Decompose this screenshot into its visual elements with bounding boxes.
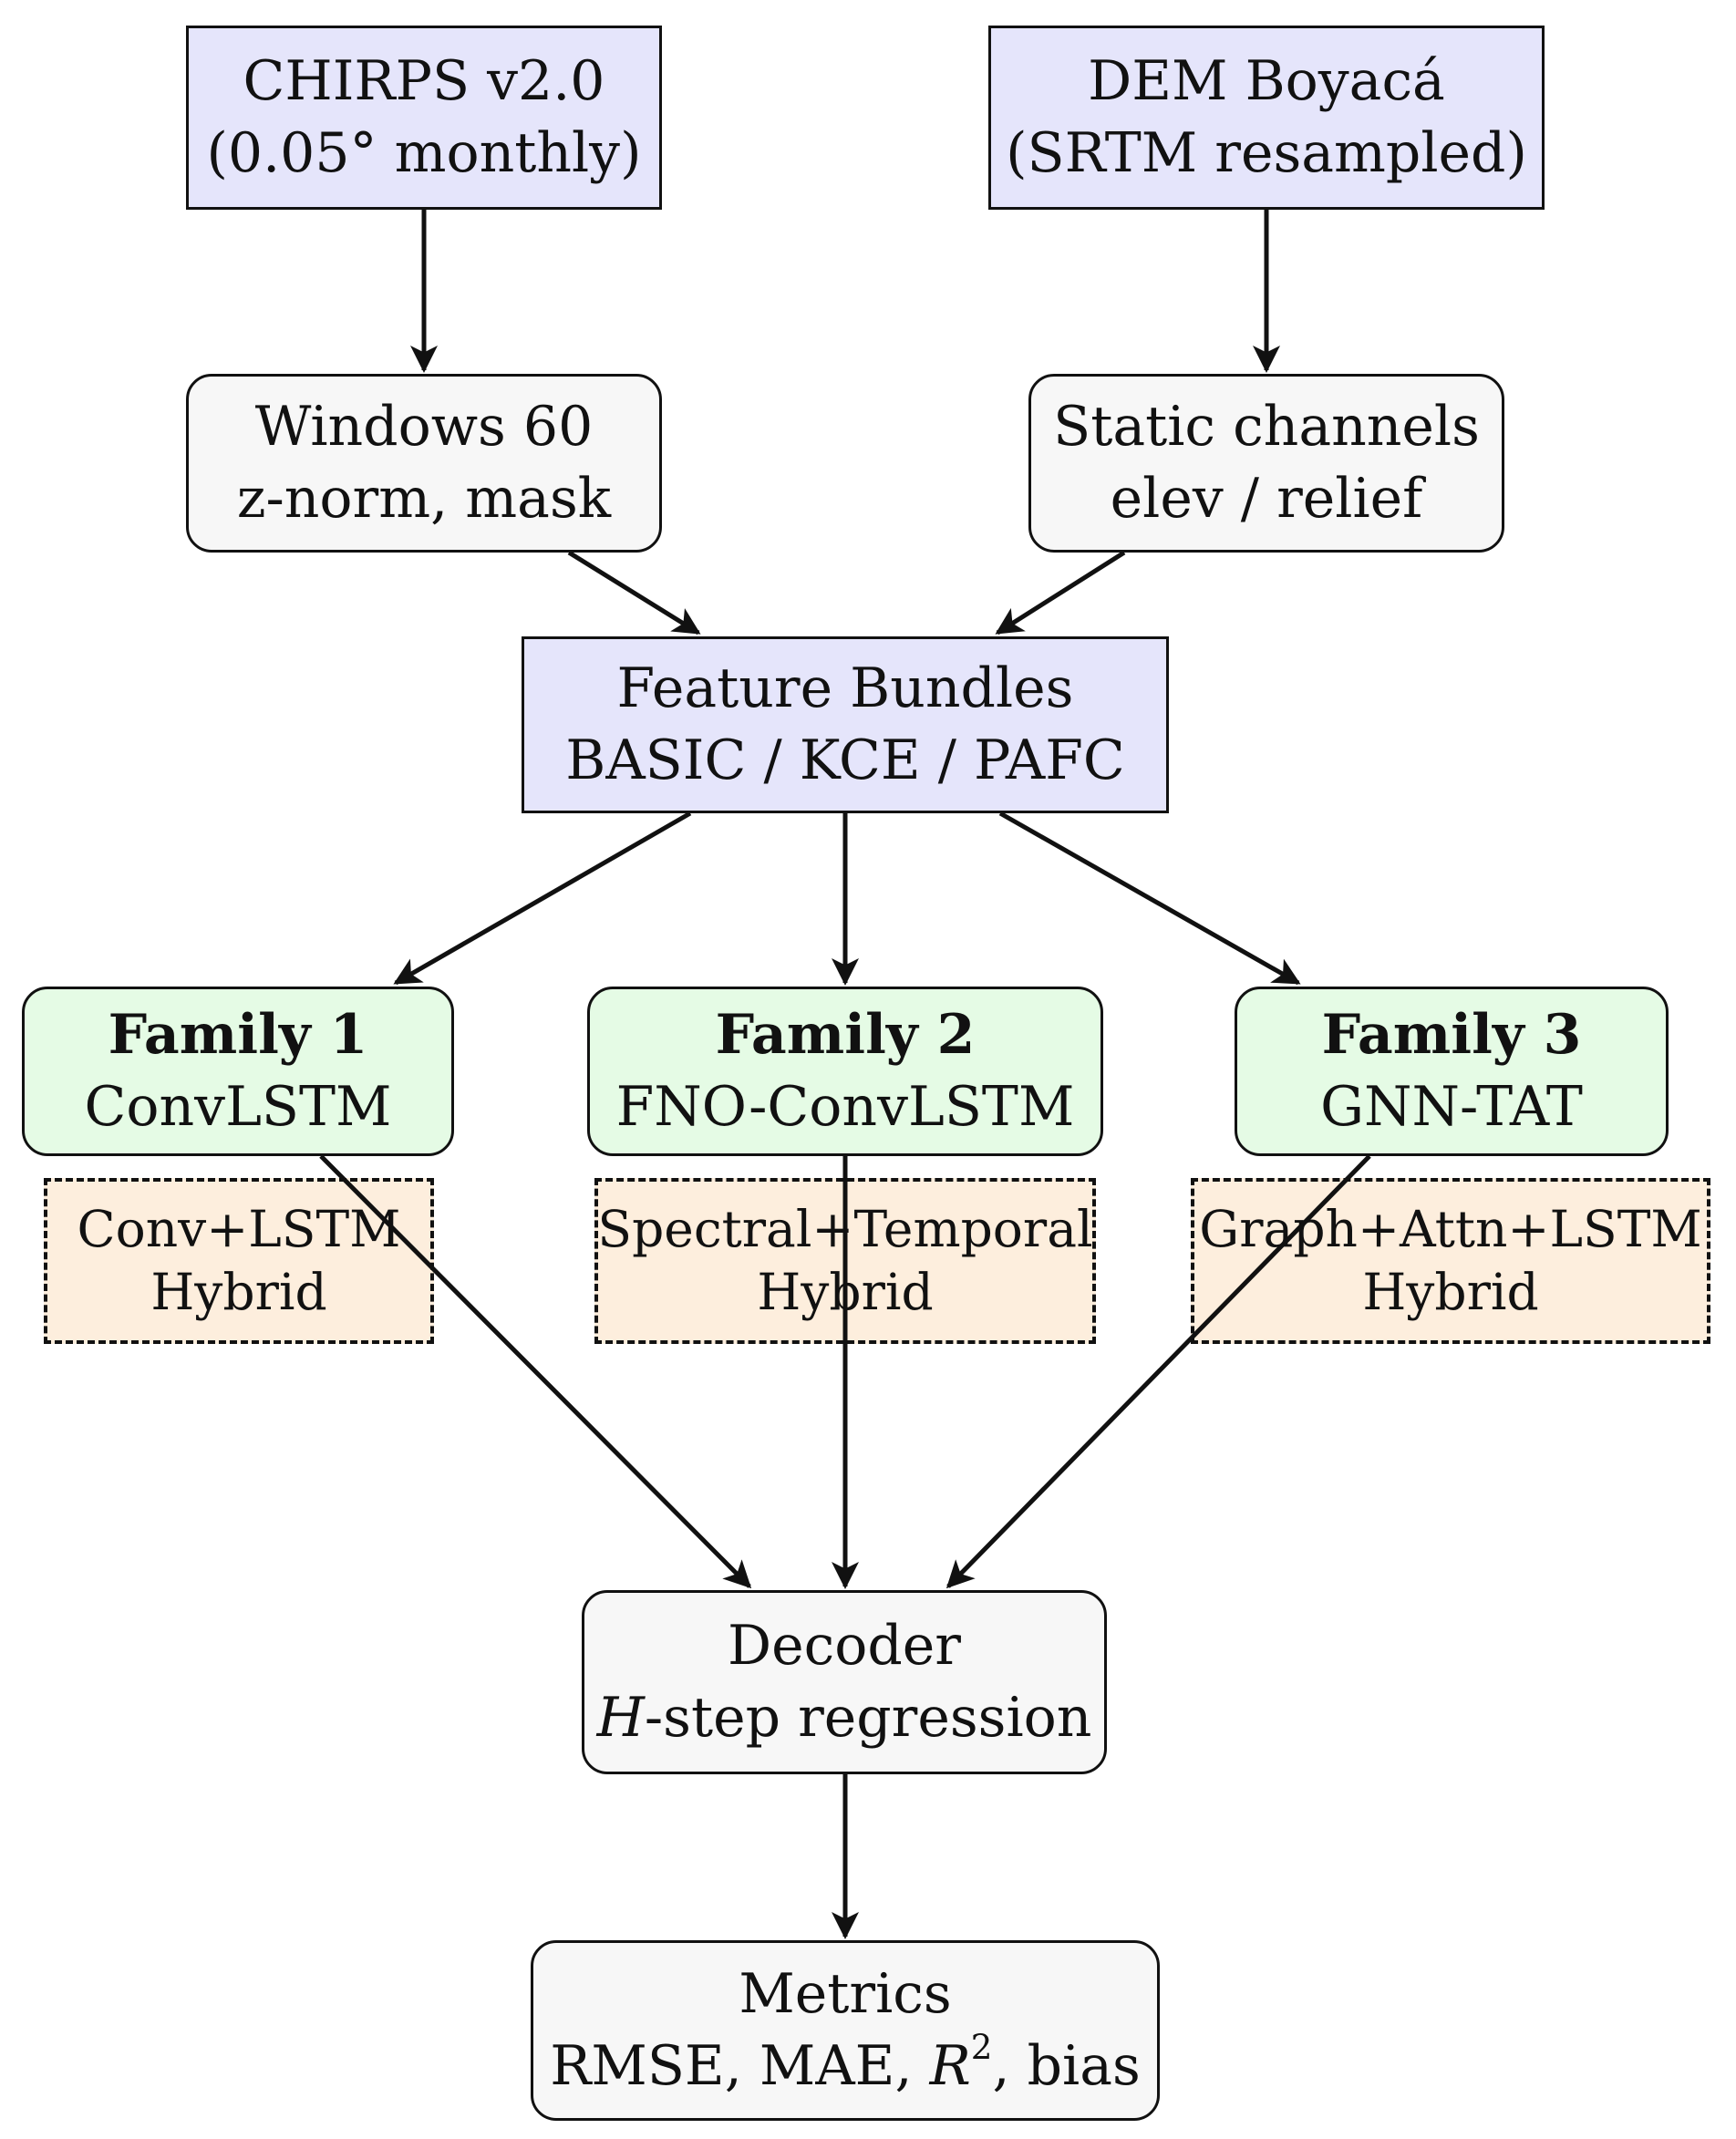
family3-model: GNN-TAT — [1320, 1075, 1583, 1139]
static-detail: elev / relief — [1110, 467, 1423, 531]
metrics-list-a: RMSE, MAE, — [550, 2034, 930, 2098]
arrow-family3-to-decoder — [946, 1154, 1371, 1589]
family1-hybrid-label: Hybrid — [150, 1263, 327, 1321]
family3-hybrid-note: Graph+Attn+LSTM Hybrid — [1191, 1178, 1710, 1344]
bundles-title: Feature Bundles — [616, 656, 1074, 720]
metrics-list-b: , bias — [992, 2034, 1141, 2098]
family2-node: Family 2 FNO-ConvLSTM — [587, 987, 1103, 1156]
chirps-title: CHIRPS v2.0 — [243, 48, 605, 113]
metrics-title: Metrics — [739, 1961, 952, 2026]
decoder-node: Decoder H-step regression — [582, 1590, 1107, 1774]
decoder-title: Decoder — [728, 1613, 961, 1678]
family1-title: Family 1 — [108, 1002, 368, 1067]
family3-hybrid-label: Hybrid — [1362, 1263, 1539, 1321]
family3-hybrid-components: Graph+Attn+LSTM — [1199, 1200, 1702, 1259]
family3-title: Family 3 — [1321, 1002, 1582, 1067]
dem-node: DEM Boyacá (SRTM resampled) — [988, 26, 1545, 210]
family1-hybrid-components: Conv+LSTM — [77, 1200, 401, 1259]
arrow-bundles-to-family1 — [393, 811, 692, 986]
chirps-resolution: (0.05° monthly) — [206, 121, 642, 185]
chirps-node: CHIRPS v2.0 (0.05° monthly) — [186, 26, 662, 210]
static-title: Static channels — [1053, 394, 1480, 459]
windows-node: Windows 60 z-norm, mask — [186, 374, 662, 553]
arrow-family1-to-decoder — [319, 1154, 752, 1589]
family1-model: ConvLSTM — [84, 1075, 392, 1139]
dem-title: DEM Boyacá — [1088, 48, 1445, 113]
windows-title: Windows 60 — [254, 394, 594, 459]
family1-node: Family 1 ConvLSTM — [22, 987, 454, 1156]
family3-node: Family 3 GNN-TAT — [1235, 987, 1669, 1156]
decoder-detail: H-step regression — [597, 1682, 1092, 1754]
dem-source: (SRTM resampled) — [1006, 121, 1527, 185]
metrics-node: Metrics RMSE, MAE, R2, bias — [531, 1940, 1160, 2121]
arrow-bundles-to-family3 — [998, 811, 1301, 986]
metrics-list: RMSE, MAE, R2, bias — [550, 2030, 1141, 2103]
family2-model: FNO-ConvLSTM — [615, 1075, 1075, 1139]
bundles-list: BASIC / KCE / PAFC — [565, 728, 1125, 792]
family2-title: Family 2 — [715, 1002, 976, 1067]
arrow-windows-to-bundles — [567, 550, 701, 636]
windows-detail: z-norm, mask — [236, 467, 612, 531]
metrics-r-exponent: 2 — [970, 2027, 993, 2068]
decoder-horizon-variable: H — [596, 1686, 645, 1750]
arrow-static-to-bundles — [995, 550, 1126, 636]
feature-bundles-node: Feature Bundles BASIC / KCE / PAFC — [522, 636, 1169, 813]
metrics-r-variable: R — [929, 2034, 971, 2098]
decoder-detail-text: -step regression — [644, 1686, 1092, 1750]
static-channels-node: Static channels elev / relief — [1028, 374, 1504, 553]
